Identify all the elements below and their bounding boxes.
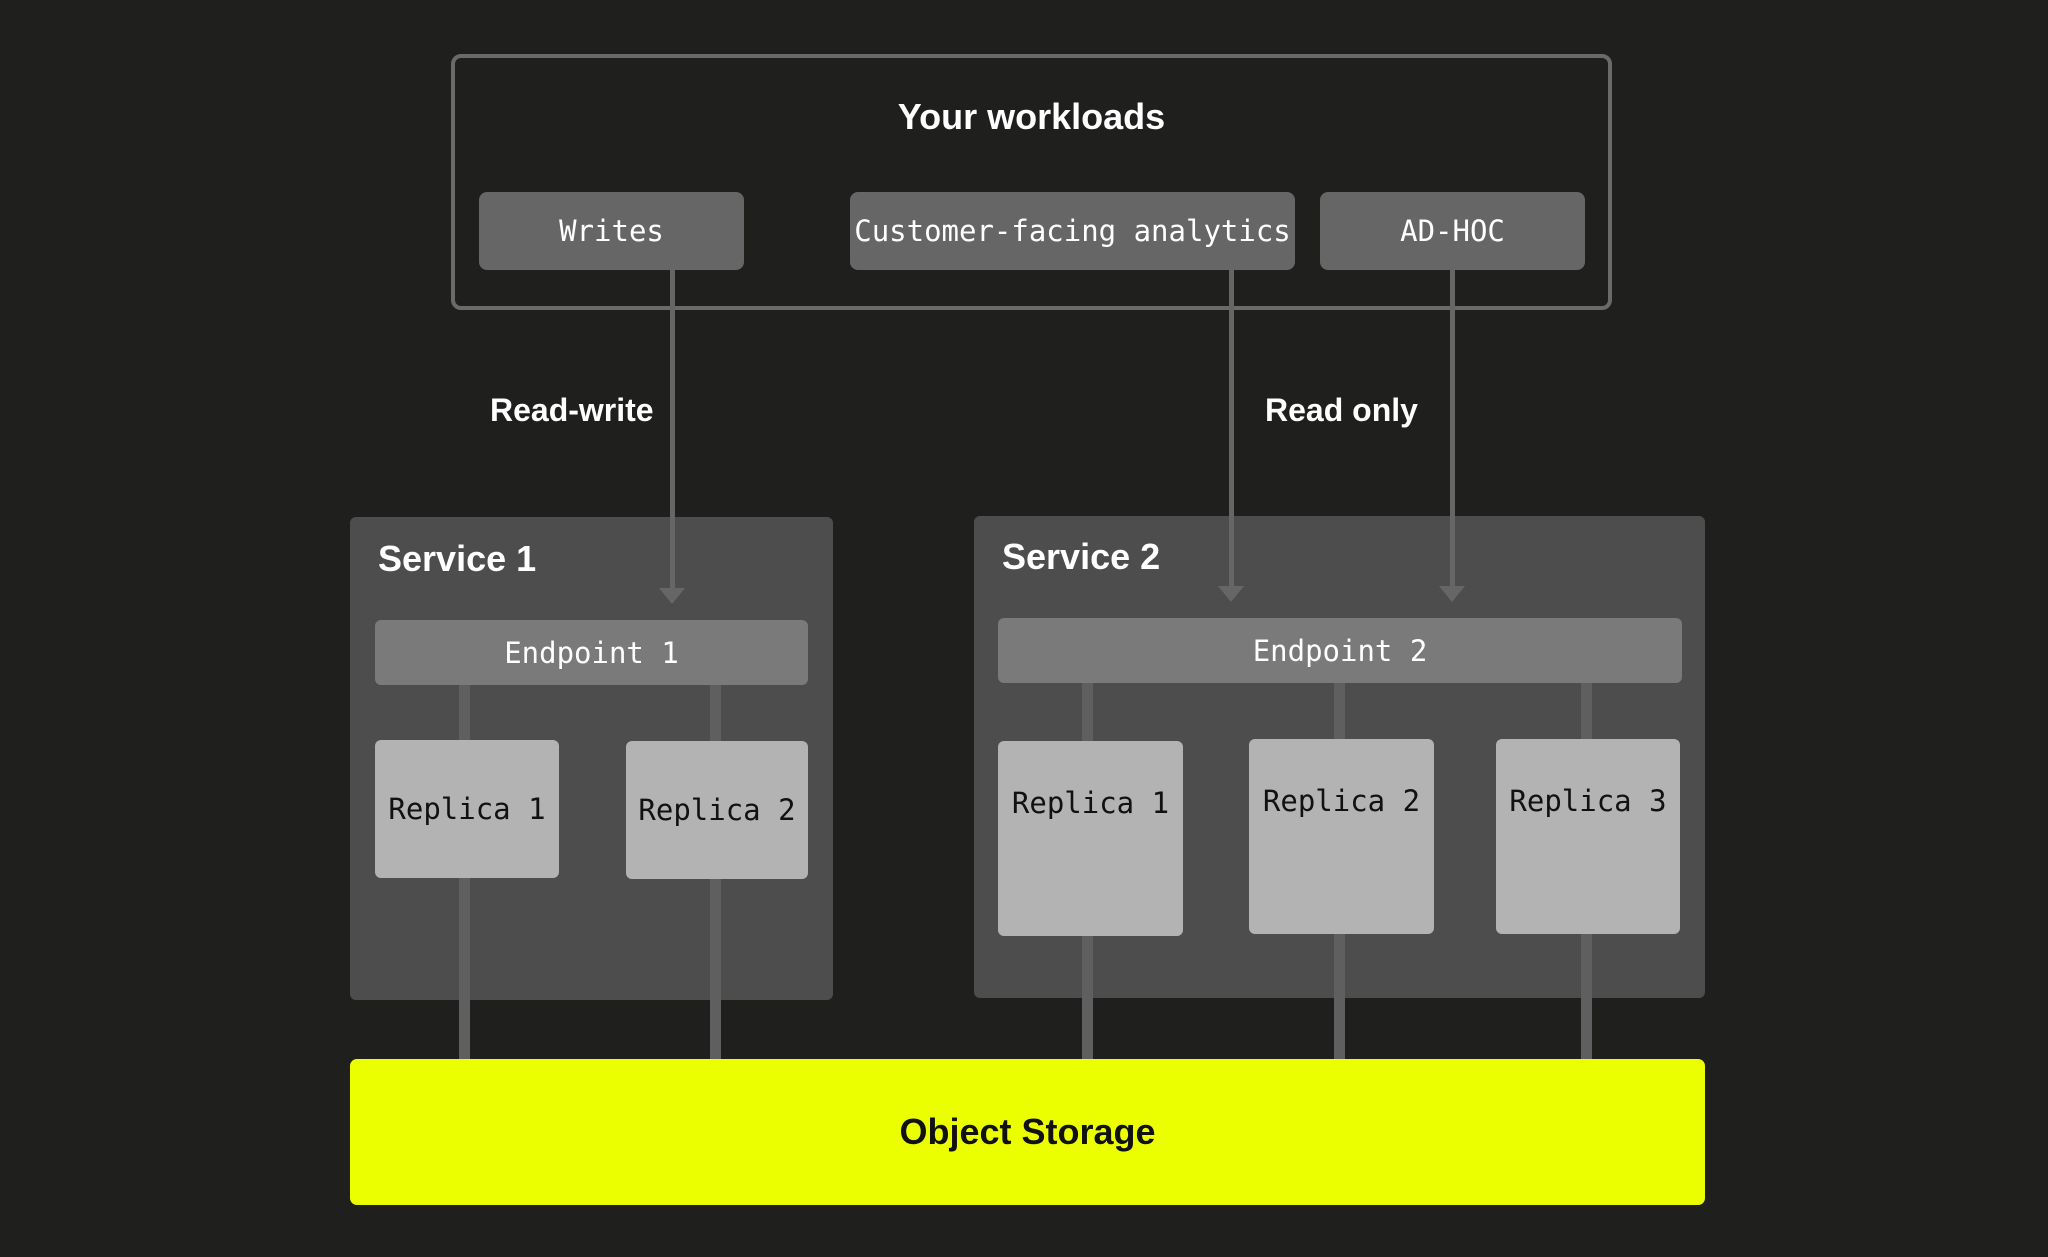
service-2-replica-2: Replica 2: [1249, 739, 1434, 934]
arrow-head-analytics: [1218, 586, 1244, 602]
arrow-head-ad-hoc: [1439, 586, 1465, 602]
service-1-replica-2: Replica 2: [626, 741, 808, 879]
service-2-replica-1: Replica 1: [998, 741, 1183, 936]
arrow-line-ad-hoc: [1450, 270, 1455, 590]
workload-ad-hoc: AD-HOC: [1320, 192, 1585, 270]
workloads-title: Your workloads: [897, 96, 1166, 137]
label-read-write: Read-write: [490, 392, 654, 428]
workload-writes: Writes: [479, 192, 744, 270]
service-2-replica-3: Replica 3: [1496, 739, 1680, 934]
arrow-head-writes: [659, 588, 685, 604]
label-read-only: Read only: [1265, 392, 1418, 428]
arrow-line-writes: [670, 270, 675, 595]
object-storage: Object Storage: [350, 1059, 1705, 1205]
service-1-endpoint: Endpoint 1: [375, 620, 808, 685]
service-1-replica-1: Replica 1: [375, 740, 559, 878]
workload-customer-facing-analytics: Customer-facing analytics: [850, 192, 1295, 270]
service-1-title: Service 1: [378, 538, 537, 579]
workloads-container: [451, 54, 1612, 310]
service-2-title: Service 2: [1002, 536, 1161, 577]
service-2-endpoint: Endpoint 2: [998, 618, 1682, 683]
arrow-line-analytics: [1229, 270, 1234, 590]
